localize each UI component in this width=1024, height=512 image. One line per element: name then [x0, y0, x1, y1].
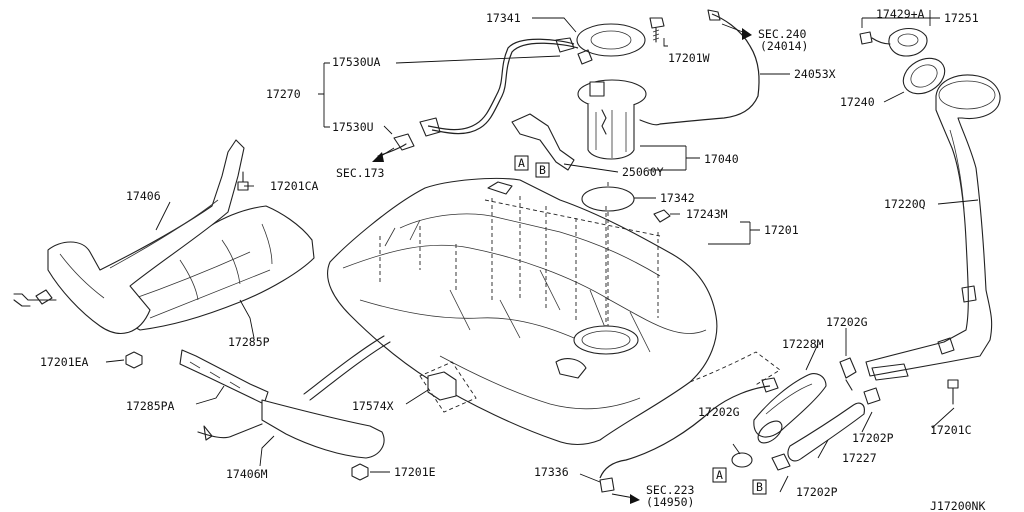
label-24053X: 24053X: [794, 67, 836, 81]
label-sec173: SEC.173: [336, 166, 385, 180]
hose-clamps: [731, 357, 881, 471]
filler-tube-17220Q: [865, 74, 1001, 377]
label-sec240-sub: (24014): [760, 39, 808, 53]
label-17270: 17270: [266, 87, 301, 101]
label-17240: 17240: [840, 95, 875, 109]
nut-17201EA: [125, 351, 143, 369]
label-17406: 17406: [126, 189, 161, 203]
dashed-clip-area: [689, 351, 781, 387]
section-arrows: [372, 23, 752, 504]
part-labels: 17341 17201W 17530UA 17270 17530U 17040 …: [40, 7, 985, 512]
clip-17574X: [419, 361, 477, 413]
label-17285P: 17285P: [228, 335, 270, 349]
label-17202G-bottom: 17202G: [698, 405, 740, 419]
reference-boxes: A B A B: [514, 155, 767, 495]
label-17574X: 17574X: [352, 399, 394, 413]
evap-hose-24053X: [659, 9, 760, 125]
label-17285PA: 17285PA: [126, 399, 175, 413]
label-17336: 17336: [534, 465, 569, 479]
label-17040: 17040: [704, 152, 739, 166]
ref-B-bottom: B: [756, 480, 763, 494]
bracket-17406M: [197, 335, 391, 459]
label-17202P-bottom: 17202P: [796, 485, 838, 499]
ref-A-bottom: A: [716, 468, 723, 482]
fuel-pump-gasket-17342: [581, 182, 635, 326]
label-sec240: SEC.240: [758, 27, 807, 41]
label-17342: 17342: [660, 191, 695, 205]
label-sec223: SEC.223: [646, 483, 695, 497]
breather-hose-17227: [787, 363, 909, 462]
label-sec223-sub: (14950): [646, 495, 694, 509]
label-17201W: 17201W: [668, 51, 710, 65]
label-17201C: 17201C: [930, 423, 972, 437]
fuel-pump-module: [511, 23, 661, 171]
ref-A-top: A: [518, 156, 525, 170]
diagram-id: J17200NK: [930, 499, 985, 512]
ref-bolt-17201W: [649, 17, 665, 43]
label-17429A: 17429+A: [876, 7, 925, 21]
clip-17243M: [653, 209, 671, 223]
bolt-17201CA: [237, 171, 249, 191]
filler-cap-17251: [859, 27, 928, 57]
label-17530UA: 17530UA: [332, 55, 381, 69]
label-17227: 17227: [842, 451, 877, 465]
label-17201CA: 17201CA: [270, 179, 319, 193]
label-17202G-top: 17202G: [826, 315, 868, 329]
label-17201EA: 17201EA: [40, 355, 89, 369]
label-17251: 17251: [944, 11, 979, 25]
label-17220Q: 17220Q: [884, 197, 926, 211]
bracket-17406: [47, 139, 245, 334]
ref-B-top: B: [539, 163, 546, 177]
protector-17285PA: [179, 349, 269, 405]
label-17341: 17341: [486, 11, 521, 25]
bolt-17201C: [947, 379, 959, 405]
label-17201: 17201: [764, 223, 799, 237]
label-17406M: 17406M: [226, 467, 268, 481]
vapor-line-17336: [599, 377, 779, 493]
filler-ring-17240: [902, 57, 946, 95]
fuel-tank: [327, 177, 718, 446]
nut-17201E: [351, 463, 369, 481]
label-17530U: 17530U: [332, 120, 374, 134]
filler-hose-17228M: [753, 373, 827, 444]
leader-lines: [105, 10, 979, 493]
label-17201E: 17201E: [394, 465, 436, 479]
label-25060Y: 25060Y: [622, 165, 664, 179]
label-17202P-right: 17202P: [852, 431, 894, 445]
bolt-left-rear: [13, 289, 57, 307]
label-17228M: 17228M: [782, 337, 824, 351]
label-17243M: 17243M: [686, 207, 728, 221]
